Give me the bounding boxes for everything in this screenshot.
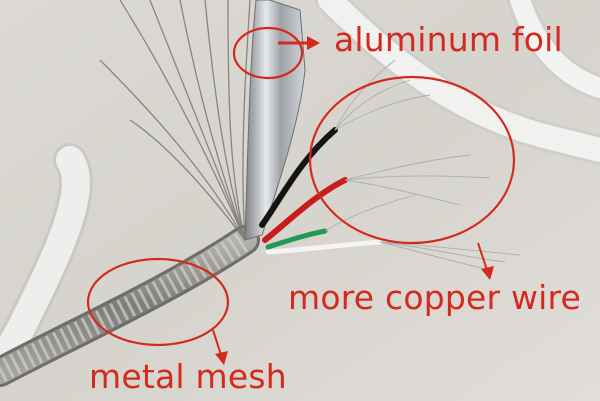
annotation-arrows — [212, 36, 494, 365]
aluminum-foil-label: aluminum foil — [334, 20, 563, 59]
white-wire — [265, 239, 383, 255]
metal-mesh-braid — [0, 225, 260, 387]
mesh-arrow-shaft — [212, 329, 222, 356]
foil-arrow-head — [307, 36, 320, 50]
white-cables — [0, 0, 600, 382]
green-wire — [265, 228, 328, 250]
copper-wire-label: more copper wire — [288, 278, 582, 317]
wire-circle — [308, 75, 516, 245]
black-wire — [259, 127, 338, 228]
loose-mesh-strands — [99, 0, 251, 241]
wire-arrow-head — [481, 266, 494, 280]
mesh-arrow-head — [215, 351, 228, 365]
metal-mesh-label: metal mesh — [89, 357, 287, 396]
annotation-circles — [86, 26, 516, 347]
insulated-wires — [259, 127, 383, 255]
mesh-circle — [86, 257, 230, 347]
aluminum-foil — [244, 0, 306, 241]
wire-arrow-shaft — [477, 242, 488, 271]
copper-strands — [324, 59, 521, 271]
foil-circle — [232, 26, 304, 80]
red-wire — [262, 177, 348, 243]
